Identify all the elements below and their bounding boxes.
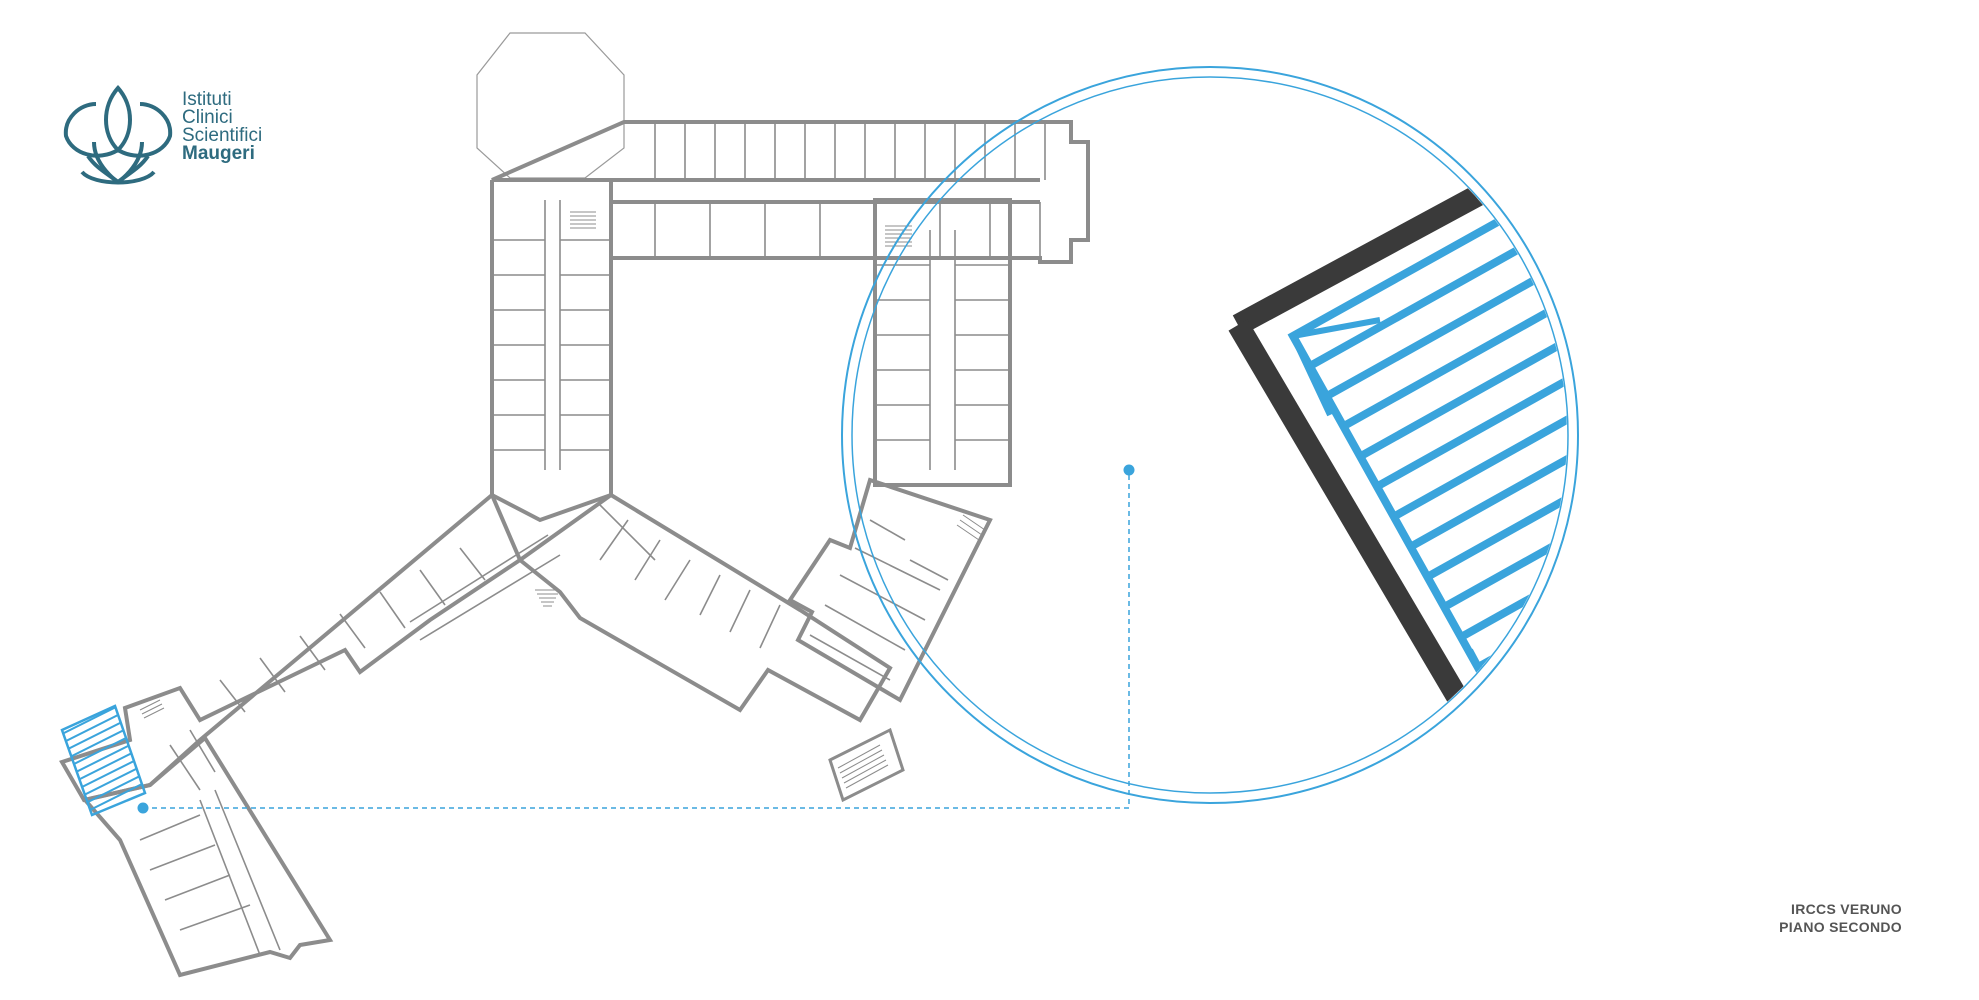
logo-line-2: Clinici <box>182 107 233 128</box>
caption-floor: PIANO SECONDO <box>1779 919 1902 935</box>
detail-view <box>1228 95 1567 792</box>
logo-line-1: Istituti <box>182 89 232 110</box>
detail-room-outline <box>1287 169 1567 731</box>
logo-line-3: Scientifici <box>182 125 263 146</box>
detail-room-hatching <box>1308 201 1567 700</box>
bottom-left-wing <box>81 734 334 978</box>
center-diagonal-block <box>516 492 893 723</box>
detail-circle-inner <box>851 76 1569 794</box>
highlighted-room <box>60 704 147 817</box>
logo-line-4: Maugeri <box>182 143 255 164</box>
callout-leader <box>143 470 1130 809</box>
right-diagonal-block <box>787 477 993 703</box>
lotus-logo-icon <box>63 84 173 185</box>
left-wing <box>490 180 613 495</box>
building-caption: IRCCS VERUNO PIANO SECONDO <box>1779 900 1902 936</box>
right-wing <box>873 198 1012 487</box>
top-wing <box>491 120 1090 264</box>
caption-building: IRCCS VERUNO <box>1791 901 1902 917</box>
detail-circle-outer <box>841 66 1579 804</box>
logo-wordmark: Istituti Clinici Scientifici Maugeri <box>182 89 263 164</box>
